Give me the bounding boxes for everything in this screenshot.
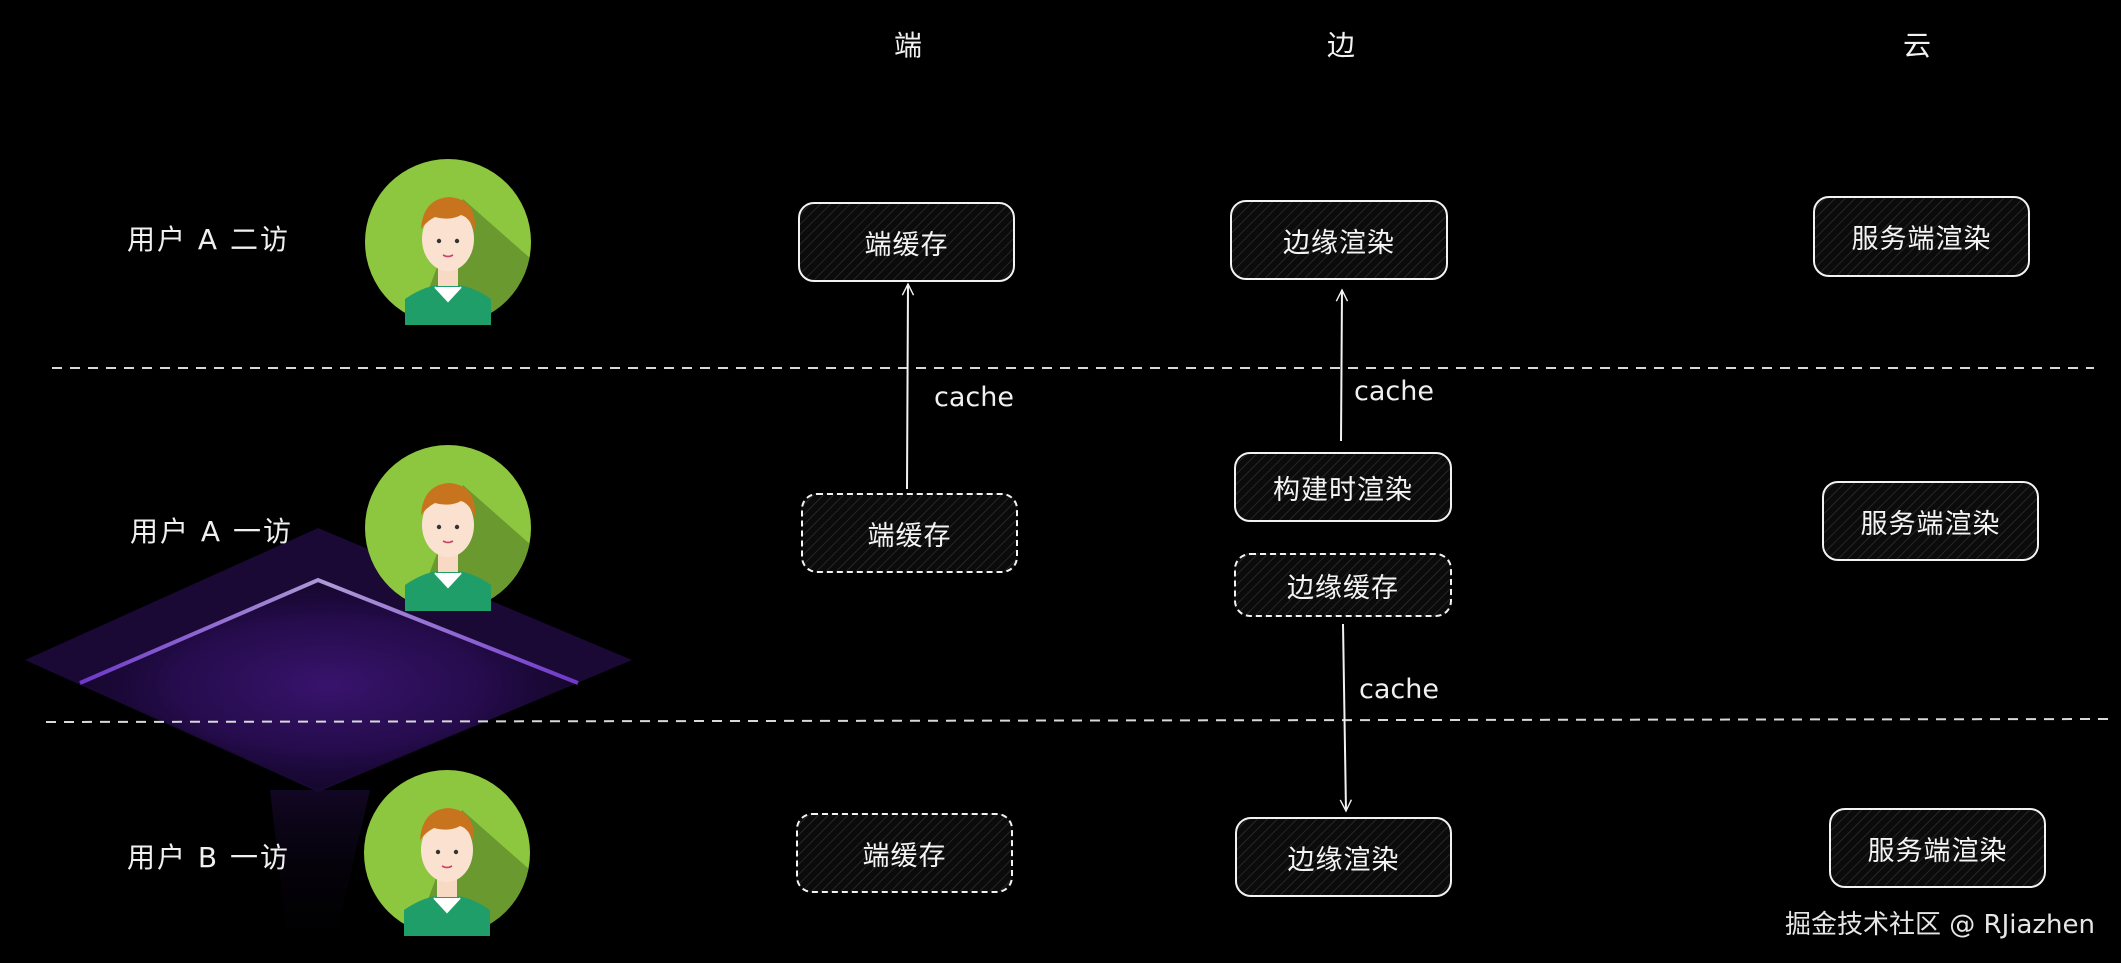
column-header-edge: 边 xyxy=(1326,29,1356,62)
node-edge-rendering: 边缘渲染 xyxy=(1235,817,1452,897)
node-device-cache: 端缓存 xyxy=(801,493,1018,573)
node-server-rendering: 服务端渲染 xyxy=(1822,481,2039,561)
node-server-rendering: 服务端渲染 xyxy=(1829,808,2046,888)
node-device-cache: 端缓存 xyxy=(798,202,1015,282)
arrow-device-cache-up xyxy=(907,284,908,490)
node-build-time-rendering: 构建时渲染 xyxy=(1234,452,1452,522)
user-avatar-icon xyxy=(365,159,531,325)
node-edge-cache: 边缘缓存 xyxy=(1234,553,1452,617)
edge-label-edge-cache-up: cache xyxy=(1354,376,1434,407)
arrow-edge-cache-down xyxy=(1343,623,1346,811)
edge-label-edge-cache-down: cache xyxy=(1359,674,1439,705)
row-separator-line xyxy=(45,718,2109,723)
arrow-edge-cache-up xyxy=(1341,290,1342,442)
user-avatar-icon xyxy=(364,770,530,936)
column-header-device: 端 xyxy=(893,29,923,62)
watermark: 掘金技术社区 @ RJiazhen xyxy=(1784,910,2095,940)
user-avatar-icon xyxy=(365,445,531,611)
node-server-rendering: 服务端渲染 xyxy=(1813,196,2030,277)
column-header-cloud: 云 xyxy=(1902,29,1932,62)
edge-label-device-cache: cache xyxy=(934,382,1014,413)
node-edge-rendering: 边缘渲染 xyxy=(1230,200,1448,280)
row-label-user-a-first-visit: 用户 A 一访 xyxy=(130,515,293,548)
row-label-user-a-second-visit: 用户 A 二访 xyxy=(127,223,290,256)
row-label-user-b-first-visit: 用户 B 一访 xyxy=(127,841,291,874)
node-device-cache: 端缓存 xyxy=(796,813,1013,893)
